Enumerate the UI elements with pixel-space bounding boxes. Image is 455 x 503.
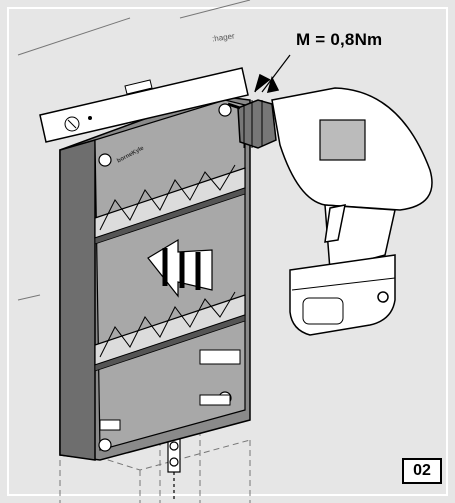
screws bbox=[99, 349, 241, 431]
torque-leader-line bbox=[261, 54, 291, 93]
wall-background bbox=[17, 0, 251, 301]
din-rail-upper bbox=[94, 164, 246, 245]
cordless-drill bbox=[227, 87, 433, 336]
din-rail-lower bbox=[94, 291, 246, 372]
spirit-level bbox=[39, 67, 249, 143]
rotation-arrow bbox=[254, 73, 280, 93]
wall-dowel bbox=[167, 437, 181, 500]
step-number-badge: 02 bbox=[402, 458, 442, 484]
illustration-frame bbox=[7, 7, 448, 496]
torque-label: M = 0,8Nm bbox=[296, 30, 383, 49]
insert-direction-arrow bbox=[147, 238, 213, 298]
